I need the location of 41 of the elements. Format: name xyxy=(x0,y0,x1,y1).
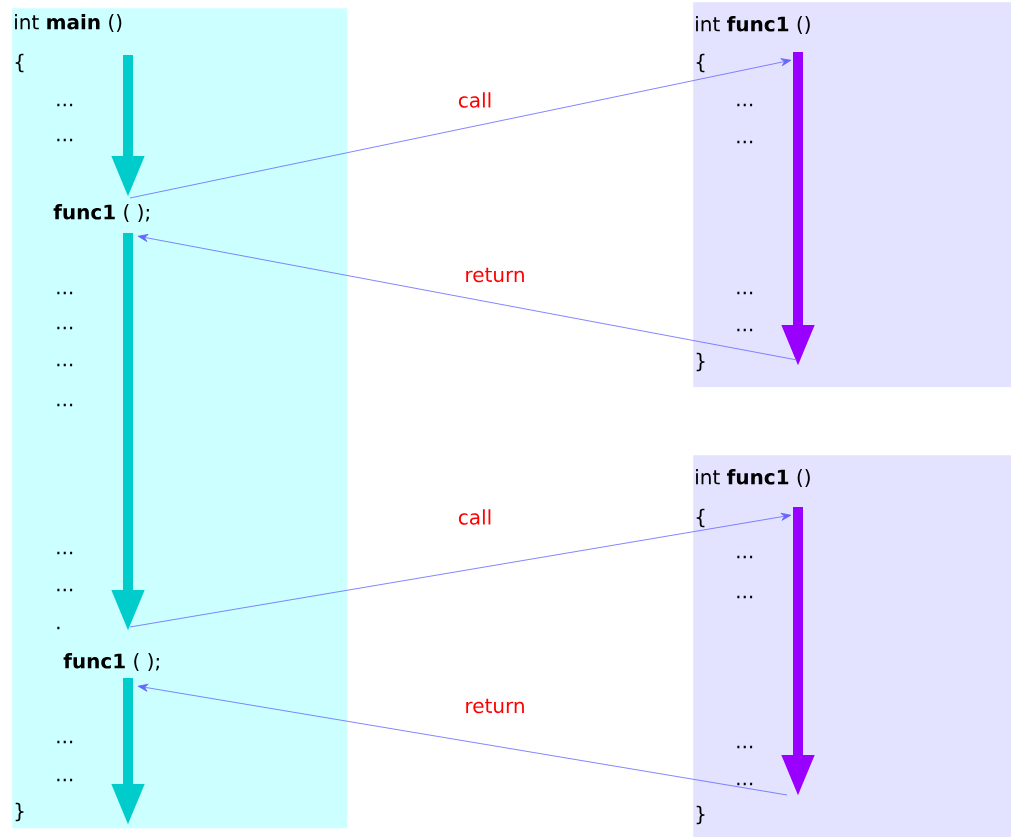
code-line: ... xyxy=(737,328,753,332)
edge-label: return xyxy=(463,697,527,715)
code-line: func1 ( ); xyxy=(53,204,149,222)
code-line: func1 ( ); xyxy=(63,653,159,671)
code-line: } xyxy=(696,805,705,825)
code-line: int func1 () xyxy=(696,469,810,487)
edge-label: call xyxy=(456,91,494,109)
code-line: ... xyxy=(737,140,753,144)
code-panel xyxy=(693,2,1011,388)
code-line: ... xyxy=(57,138,73,142)
code-line: ... xyxy=(737,745,753,749)
code-line: } xyxy=(15,802,24,822)
code-line: ... xyxy=(57,291,73,295)
code-line: ... xyxy=(57,778,73,782)
code-line: ... xyxy=(57,551,73,555)
code-line: ... xyxy=(57,403,73,407)
code-line: int main () xyxy=(15,14,122,32)
code-line: ... xyxy=(737,782,753,786)
code-line: } xyxy=(696,352,705,372)
code-line: ... xyxy=(57,588,73,592)
code-line: ... xyxy=(737,595,753,599)
code-line: { xyxy=(15,53,24,73)
arrow xyxy=(129,58,792,199)
code-line: ... xyxy=(57,740,73,744)
edge-label: call xyxy=(456,508,494,526)
code-line: int func1 () xyxy=(696,16,810,34)
code-line: ... xyxy=(737,555,753,559)
code-line: { xyxy=(696,53,705,73)
edge-label: return xyxy=(463,266,527,284)
arrow xyxy=(137,234,798,361)
arrow xyxy=(137,683,788,796)
code-line: ... xyxy=(57,363,73,367)
code-line: ... xyxy=(57,326,73,330)
arrow xyxy=(129,512,792,628)
code-line: . xyxy=(57,626,60,630)
code-line: ... xyxy=(57,103,73,107)
code-panel xyxy=(693,455,1011,837)
code-panel xyxy=(12,8,348,829)
code-line: ... xyxy=(737,103,753,107)
code-line: { xyxy=(696,508,705,528)
code-line: ... xyxy=(737,291,753,295)
